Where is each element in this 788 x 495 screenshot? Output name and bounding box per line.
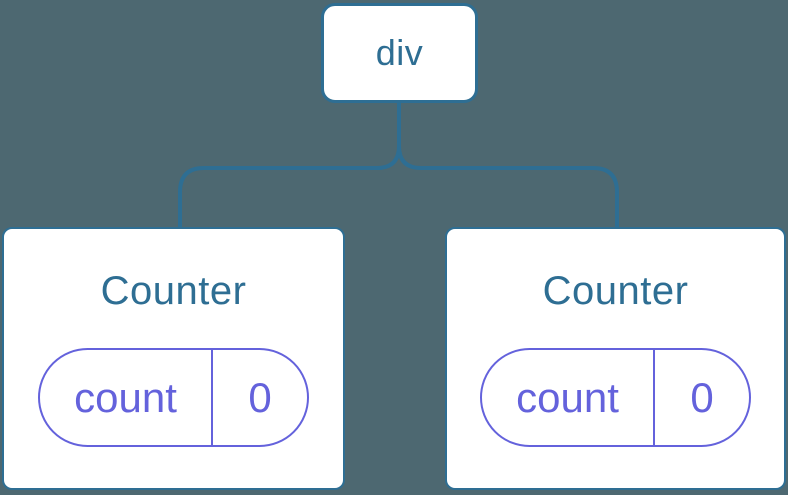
state-key-label: count [40, 350, 213, 445]
connector-left-branch [178, 103, 401, 229]
state-badge: count 0 [480, 348, 751, 447]
tree-node-counter-2: Counter count 0 [445, 227, 786, 490]
root-node-label: div [375, 32, 424, 73]
component-name: Counter [100, 269, 247, 313]
tree-node-div: div [321, 3, 478, 103]
state-key-label: count [482, 350, 655, 445]
component-name: Counter [542, 269, 689, 313]
state-badge: count 0 [38, 348, 309, 447]
state-value: 0 [248, 373, 272, 421]
tree-node-counter-1: Counter count 0 [2, 227, 345, 490]
connector-right-branch [397, 103, 619, 229]
state-value: 0 [690, 373, 714, 421]
